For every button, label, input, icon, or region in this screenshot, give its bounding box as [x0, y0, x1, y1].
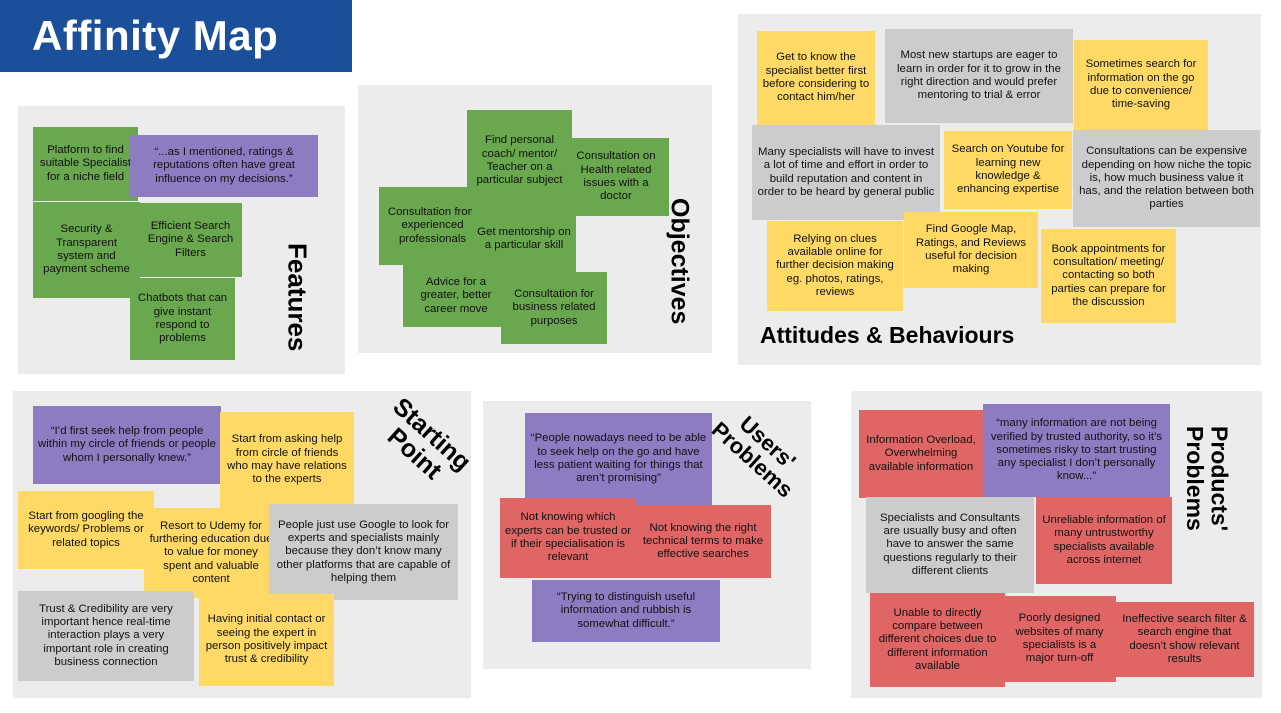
sticky-note: Platform to find suitable Specialist for…	[33, 127, 138, 201]
sticky-note: “...as I mentioned, ratings & reputation…	[130, 135, 318, 197]
sticky-note: Find Google Map, Ratings, and Reviews us…	[904, 212, 1038, 288]
sticky-note: Search on Youtube for learning new knowl…	[944, 131, 1072, 209]
section-label-features: Features	[282, 243, 313, 352]
sticky-note: Consultation from experienced profession…	[379, 187, 486, 265]
sticky-note: “Trying to distinguish useful informatio…	[532, 580, 720, 642]
sticky-note: Start from googling the keywords/ Proble…	[18, 491, 154, 569]
sticky-note: Having initial contact or seeing the exp…	[199, 594, 334, 686]
page-title: Affinity Map	[0, 0, 352, 72]
sticky-note: Specialists and Consultants are usually …	[866, 497, 1034, 593]
section-label-products-problems: Products' Problems	[1182, 426, 1233, 532]
sticky-note: Chatbots that can give instant respond t…	[130, 278, 235, 360]
sticky-note: Sometimes search for information on the …	[1074, 40, 1208, 130]
sticky-note: People just use Google to look for exper…	[269, 504, 458, 600]
sticky-note: Relying on clues available online for fu…	[767, 221, 903, 311]
sticky-note: Security & Transparent system and paymen…	[33, 202, 140, 298]
sticky-note: “many information are not being verified…	[983, 404, 1170, 497]
section-label-attitudes: Attitudes & Behaviours	[760, 322, 1015, 348]
sticky-note: Book appointments for consultation/ meet…	[1041, 229, 1176, 323]
sticky-note: Efficient Search Engine & Search Filters	[139, 203, 242, 277]
sticky-note: Many specialists will have to invest a l…	[752, 125, 940, 220]
sticky-note: Trust & Credibility are very important h…	[18, 591, 194, 681]
sticky-note: Consultation for business related purpos…	[501, 272, 607, 344]
sticky-note: Not knowing the right technical terms to…	[635, 505, 771, 578]
sticky-note: Unable to directly compare between diffe…	[870, 593, 1005, 687]
sticky-note: Get mentorship on a particular skill	[472, 205, 576, 273]
sticky-note: Consultations can be expensive depending…	[1073, 130, 1260, 227]
sticky-note: Start from asking help from circle of fr…	[220, 412, 354, 508]
sticky-note: Poorly designed websites of many special…	[1003, 596, 1116, 682]
sticky-note: Not knowing which experts can be trusted…	[500, 498, 636, 578]
sticky-note: Get to know the specialist better first …	[757, 31, 875, 125]
sticky-note: “People nowadays need to be able to seek…	[525, 413, 712, 505]
sticky-note: Unreliable information of many untrustwo…	[1036, 497, 1172, 584]
sticky-note: Ineffective search filter & search engin…	[1115, 602, 1254, 677]
section-label-objectives: Objectives	[665, 198, 694, 325]
sticky-note: Information Overload, Overwhelming avail…	[859, 410, 983, 498]
sticky-note: “I’d first seek help from people within …	[33, 406, 221, 484]
sticky-note: Consultation on Health related issues wi…	[563, 138, 669, 216]
sticky-note: Advice for a greater, better career move	[403, 265, 509, 327]
sticky-note: Resort to Udemy for furthering education…	[144, 508, 278, 598]
sticky-note: Most new startups are eager to learn in …	[885, 29, 1073, 123]
